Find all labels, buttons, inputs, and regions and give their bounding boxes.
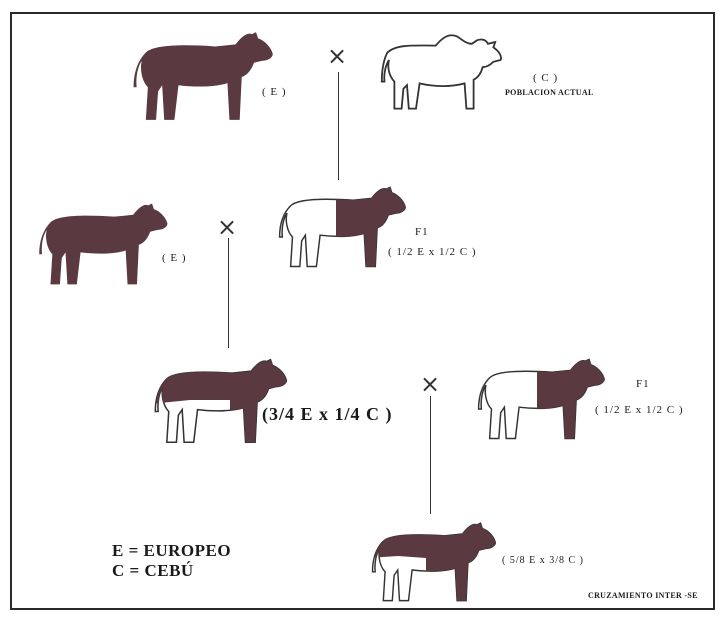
label-cow-1: ( E )	[262, 86, 287, 98]
label-cow-4-formula: ( 1/2 E x 1/2 C )	[388, 246, 477, 258]
label-cow-7: ( 5/8 E x 3/8 C )	[502, 555, 584, 566]
cow-europeo-icon	[30, 196, 180, 290]
legend-cebu: C = CEBÚ	[112, 561, 231, 581]
label-cow-4-title: F1	[415, 226, 429, 238]
label-cow-6-title: F1	[636, 378, 650, 390]
legend-europeo: E = EUROPEO	[112, 541, 231, 561]
connector-line-3	[430, 396, 431, 514]
cross-icon: ×	[420, 372, 440, 396]
label-cow-2-code: ( C )	[533, 72, 558, 84]
connector-line-2	[228, 238, 229, 348]
cow-cebu-icon	[372, 24, 514, 114]
cow-europeo-icon	[130, 24, 280, 126]
diagram-frame	[10, 12, 715, 610]
label-cow-2-sub: POBLACION ACTUAL	[505, 88, 594, 97]
label-cow-3: ( E )	[162, 252, 187, 264]
footer-caption: CRUZAMIENTO INTER -SE	[588, 591, 698, 600]
cow-crossbred-icon	[276, 180, 412, 272]
connector-line-1	[338, 72, 339, 180]
legend: E = EUROPEO C = CEBÚ	[112, 541, 231, 581]
label-cow-6-formula: ( 1/2 E x 1/2 C )	[595, 404, 684, 416]
cow-crossbred-icon	[150, 352, 295, 448]
label-cow-5: (3/4 E x 1/4 C )	[262, 404, 393, 425]
cross-icon: ×	[327, 44, 347, 68]
cow-crossbred-icon	[368, 516, 503, 606]
cross-icon: ×	[217, 215, 237, 239]
cow-crossbred-icon	[475, 352, 611, 444]
